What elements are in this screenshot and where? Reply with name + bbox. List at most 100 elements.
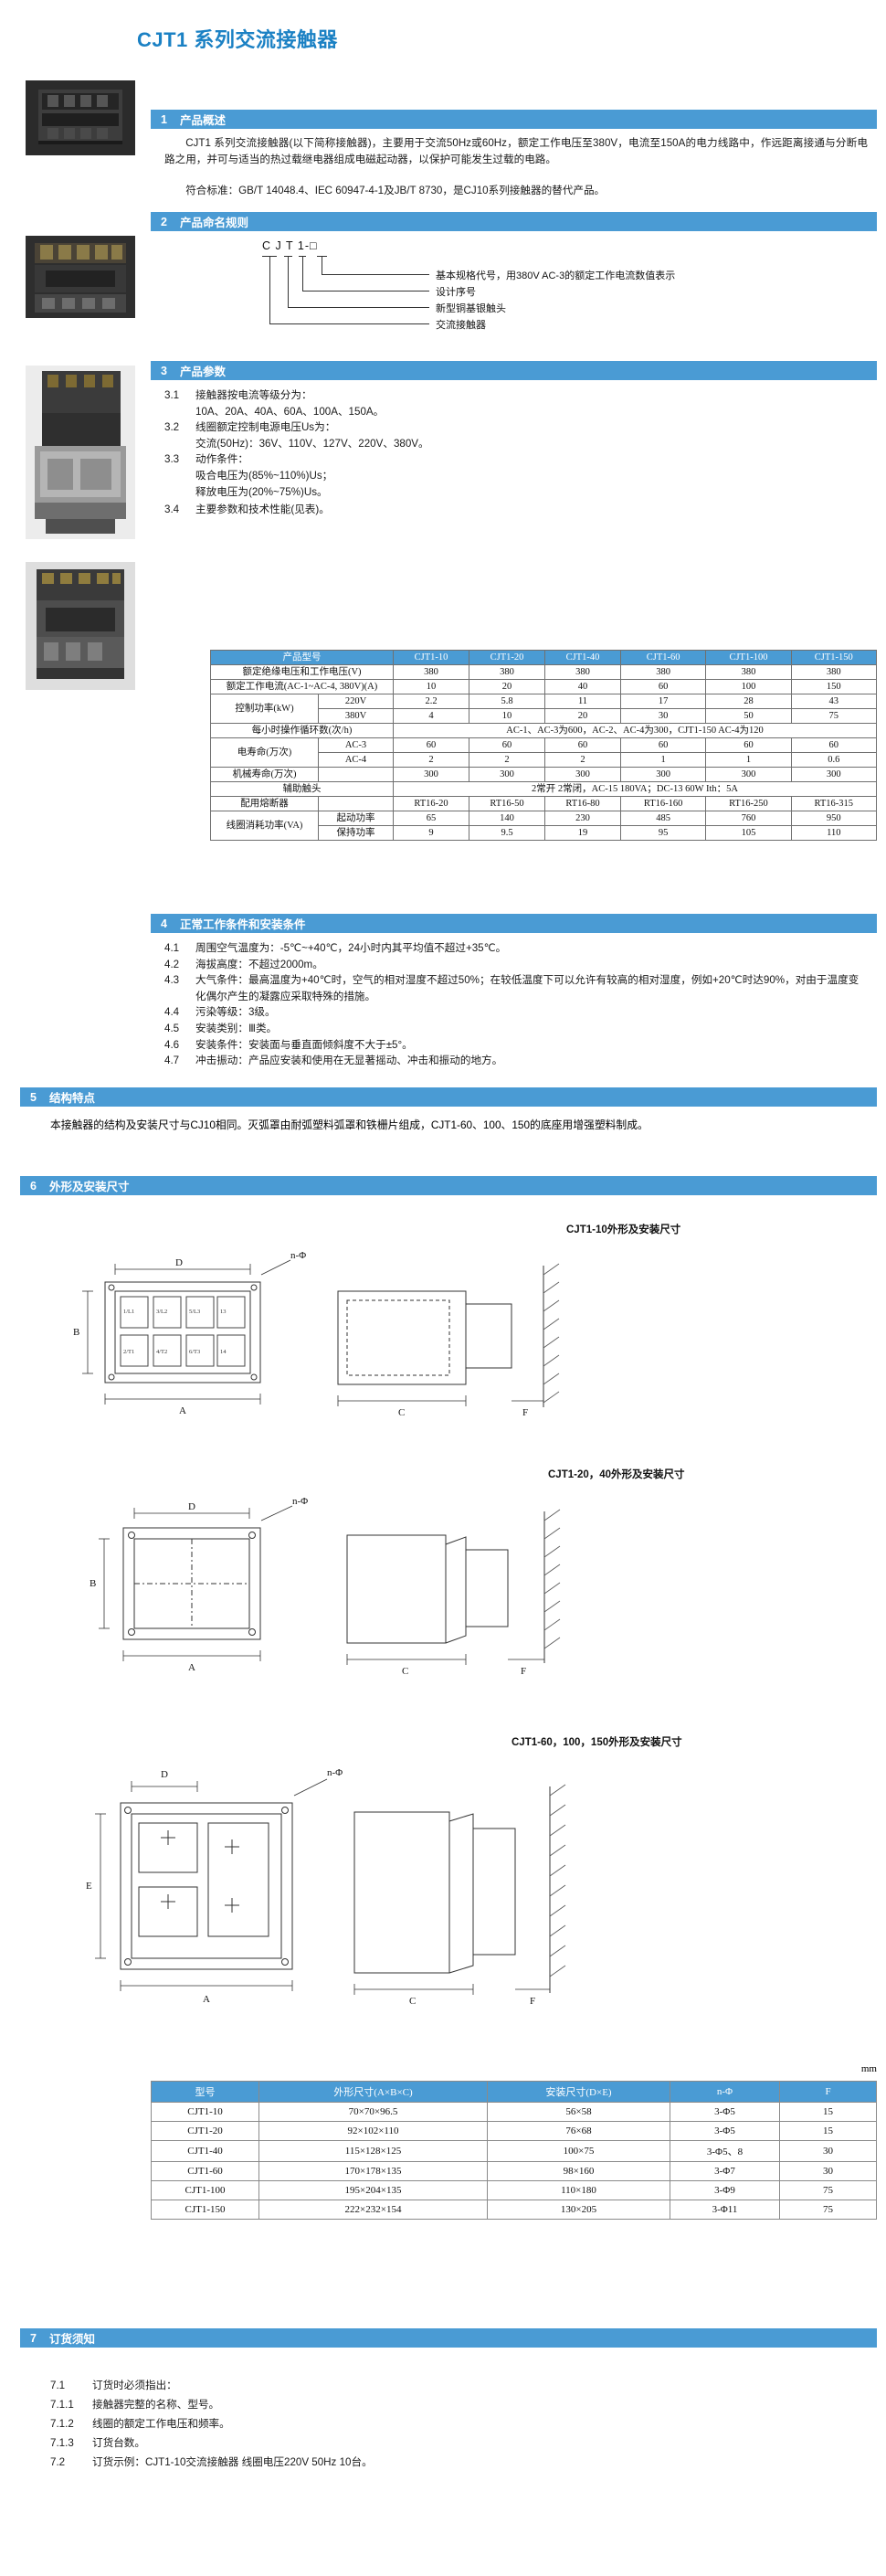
ordering-value-7-1-2: 线圈的额定工作电压和频率。	[92, 2418, 230, 2430]
leader-h-3	[288, 307, 429, 308]
cell: 230	[544, 811, 621, 826]
param-sub-3-1-a: 10A、20A、40A、60A、100A、150A。	[195, 405, 385, 418]
cell: CJT1-10	[151, 2102, 259, 2122]
contactor-photo-4-graphic	[26, 562, 135, 690]
cell: 300	[469, 767, 545, 782]
cell: 300	[705, 767, 792, 782]
cell: 60	[790, 737, 878, 753]
param-header-model: 产品型号	[210, 650, 394, 665]
section-4-label: 正常工作条件和安装条件	[179, 918, 306, 931]
product-photo-2	[26, 236, 135, 318]
ordering-value-7-1-3: 订货台数。	[92, 2437, 145, 2449]
svg-text:1/L1: 1/L1	[123, 1309, 134, 1315]
cell: 5.8	[469, 694, 545, 709]
table-row: CJT1-150 222×232×154 130×205 3-Φ11 75	[151, 2200, 877, 2220]
dim-label-nphi-1: n-Φ	[290, 1250, 306, 1261]
cell: 3-Φ7	[670, 2161, 780, 2181]
svg-text:14: 14	[220, 1349, 227, 1355]
param-row-sub-10: 起动功率	[318, 811, 394, 826]
naming-rule-diagram: C J T 1-□ 基本规格代号，用380V AC-3的额定工作电流数值表示 设…	[233, 239, 872, 340]
cell: 380	[544, 664, 621, 680]
param-item-3-1: 3.1 接触器按电流等级分为：	[164, 387, 859, 404]
unit-label: mm	[860, 2063, 877, 2074]
structure-paragraph: 本接触器的结构及安装尺寸与CJ10相同。灭弧罩由耐弧塑料弧罩和铁栅片组成，CJT…	[50, 1117, 854, 1134]
param-row-sub-3: 380V	[318, 708, 394, 724]
section-7-number: 7	[30, 2331, 37, 2345]
cell: 15	[779, 2102, 877, 2122]
param-item-3-3: 3.3 动作条件：	[164, 451, 859, 468]
condition-item-4-3: 4.3 大气条件：最高温度为+40℃时，空气的相对湿度不超过50%；在较低温度下…	[164, 972, 868, 1004]
ordering-key-7-1: 7.1	[50, 2380, 66, 2391]
cell: 300	[619, 767, 707, 782]
dimension-table: 型号 外形尺寸(A×B×C) 安装尺寸(D×E) n-Φ F CJT1-10 7…	[151, 2081, 877, 2220]
cell: 60	[393, 737, 469, 753]
cell: 130×205	[487, 2200, 670, 2220]
cjt1-20-40-drawing: D B A n-Φ C F	[90, 1496, 561, 1677]
cell: 300	[790, 767, 878, 782]
param-key-3-4: 3.4	[164, 504, 180, 516]
cell: 115×128×125	[258, 2140, 488, 2162]
cell: CJT1-40	[151, 2140, 259, 2162]
structure-text: 本接触器的结构及安装尺寸与CJ10相同。灭弧罩由耐弧塑料弧罩和铁栅片组成，CJT…	[50, 1118, 649, 1131]
dim-label-B-1: B	[73, 1327, 79, 1338]
dim-label-nphi-3: n-Φ	[327, 1767, 343, 1778]
ordering-value-7-2: 订货示例：CJT1-10交流接触器 线圈电压220V 50Hz 10台。	[92, 2456, 373, 2468]
conditions-list: 4.1 周围空气温度为：-5℃~+40℃，24小时内其平均值不超过+35℃。 4…	[164, 940, 868, 1069]
section-header-6: 6 外形及安装尺寸	[20, 1176, 877, 1195]
condition-value-4-4: 污染等级：3级。	[195, 1006, 276, 1019]
dim-header-nphi: n-Φ	[670, 2081, 780, 2103]
cell: 30	[779, 2140, 877, 2162]
ordering-item-7-1-1: 7.1.1 接触器完整的名称、型号。	[50, 2395, 854, 2414]
section-5-label: 结构特点	[48, 1092, 95, 1105]
drawing-group-2: D B A n-Φ C F	[37, 1489, 849, 1691]
leader-v-2	[288, 256, 289, 307]
cell: 195×204×135	[258, 2180, 488, 2200]
cell: RT16-315	[790, 796, 878, 811]
param-value-3-3: 动作条件：	[195, 453, 248, 466]
cell: 2	[544, 752, 621, 768]
section-3-label: 产品参数	[179, 366, 226, 378]
ordering-key-7-2: 7.2	[50, 2456, 66, 2468]
svg-text:5/L3: 5/L3	[189, 1309, 200, 1315]
param-row-label-10: 线圈消耗功率(VA)	[210, 811, 319, 841]
table-row: CJT1-40 115×128×125 100×75 3-Φ5、8 30	[151, 2140, 877, 2162]
cell: 300	[544, 767, 621, 782]
cell: 380	[705, 664, 792, 680]
section-header-3: 3 产品参数	[151, 361, 877, 380]
drawing-caption-1: CJT1-10外形及安装尺寸	[566, 1224, 681, 1235]
dim-label-nphi-2: n-Φ	[292, 1496, 308, 1507]
cell: 2	[469, 752, 545, 768]
table-row: 控制功率(kW) 220V 2.2 5.8 11 17 28 43	[210, 694, 878, 724]
section-3-number: 3	[161, 364, 167, 377]
cell: 380	[469, 664, 545, 680]
parameters-table-header-row: 产品型号 CJT1-10 CJT1-20 CJT1-40 CJT1-60 CJT…	[210, 650, 878, 665]
param-header-cjt1-150: CJT1-150	[790, 650, 878, 665]
cell: RT16-250	[705, 796, 792, 811]
condition-item-4-4: 4.4 污染等级：3级。	[164, 1004, 868, 1021]
cell: 60	[619, 737, 707, 753]
param-row-label-5: 电寿命(万次)	[210, 737, 319, 768]
drawing-caption-3: CJT1-60，100，150外形及安装尺寸	[512, 1737, 682, 1748]
page-title: CJT1 系列交流接触器	[137, 28, 338, 51]
cell: 9	[393, 825, 469, 841]
section-header-4: 4 正常工作条件和安装条件	[151, 914, 877, 933]
param-sub-3-3-b: 释放电压为(20%~75%)Us。	[195, 485, 328, 498]
param-header-cjt1-100: CJT1-100	[705, 650, 792, 665]
param-sub-3-3-a: 吸合电压为(85%~110%)Us；	[195, 469, 333, 482]
param-row-label-1: 额定工作电流(AC-1~AC-4, 380V)(A)	[210, 679, 394, 694]
dim-label-F-2: F	[521, 1666, 526, 1677]
param-key-3-3: 3.3	[164, 453, 180, 466]
cell: 75	[779, 2200, 877, 2220]
cell: CJT1-100	[151, 2180, 259, 2200]
dim-header-f: F	[779, 2081, 877, 2103]
condition-key-4-5: 4.5	[164, 1022, 180, 1034]
param-header-cjt1-60: CJT1-60	[619, 650, 707, 665]
condition-value-4-1: 周围空气温度为：-5℃~+40℃，24小时内其平均值不超过+35℃。	[195, 942, 507, 954]
naming-label-1: 基本规格代号，用380V AC-3的额定工作电流数值表示	[436, 270, 676, 281]
param-key-3-1: 3.1	[164, 389, 180, 401]
condition-key-4-2: 4.2	[164, 958, 180, 970]
dim-header-outline: 外形尺寸(A×B×C)	[258, 2081, 488, 2103]
table-row: 额定工作电流(AC-1~AC-4, 380V)(A) 10 20 40 60 1…	[210, 679, 878, 694]
contactor-photo-3-graphic	[26, 366, 135, 539]
dim-label-C-1: C	[398, 1407, 405, 1418]
